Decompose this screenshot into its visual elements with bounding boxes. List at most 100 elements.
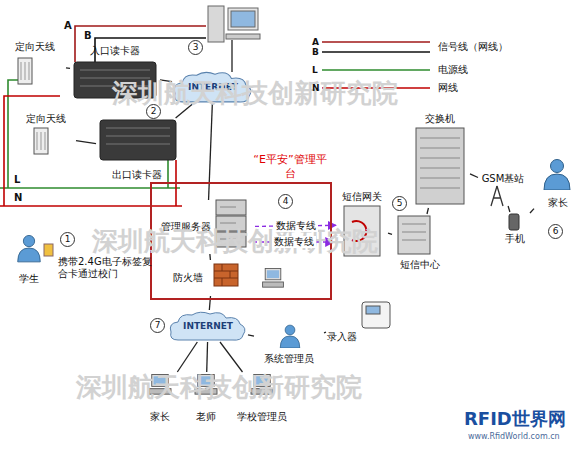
computer-icon — [228, 8, 258, 30]
connector — [66, 67, 70, 69]
signal-wire-a — [75, 26, 430, 62]
person-box: 系统管理员 — [254, 322, 324, 366]
node-label: INTERNET — [183, 321, 233, 332]
power-wire-l — [0, 187, 180, 189]
person-icon — [544, 160, 570, 191]
computer-icon — [226, 34, 260, 39]
sms-center-box: 短信中心 — [392, 214, 448, 272]
sms-center-icon — [398, 216, 430, 254]
node-label: 系统管理员 — [264, 353, 314, 365]
connector — [76, 141, 96, 144]
node-label: 入口读卡器 — [90, 45, 140, 57]
antenna-icon — [18, 58, 48, 154]
node-label: 短信中心 — [400, 259, 440, 271]
line-label: 数据专线 — [274, 220, 318, 232]
node-label: 录入器 — [327, 331, 357, 343]
network-wire-n — [0, 205, 182, 207]
line-label: 数据专线 — [272, 236, 316, 248]
signal-wire-b — [95, 38, 430, 62]
computer-icon — [208, 6, 260, 42]
node-label: 交换机 — [425, 113, 455, 125]
recorder-box: 录入器 — [326, 300, 390, 344]
gsm-tower-icon — [491, 186, 503, 206]
node-label: 学生 — [19, 273, 39, 285]
callout-number: 6 — [548, 224, 563, 239]
power-wire-l — [0, 70, 430, 188]
computer-link — [231, 40, 232, 72]
antenna: 定向天线 — [16, 112, 76, 160]
connector — [248, 335, 254, 336]
watermark: 深圳航天科技创新研究院 — [92, 226, 378, 257]
switch-icon — [416, 128, 464, 204]
region-title: “E平安”管理平台 — [252, 153, 328, 181]
callout-number: 5 — [392, 196, 407, 211]
connector — [508, 206, 510, 212]
connector — [206, 342, 208, 372]
person-icon — [18, 235, 41, 261]
node-label: 老师 — [196, 411, 216, 423]
antenna-icon — [21, 62, 45, 150]
legend-key: L — [312, 65, 318, 75]
switch-icon — [420, 138, 460, 188]
firewall-icon — [214, 264, 238, 286]
signal-wire-b — [322, 51, 430, 53]
phone-box: 手机 — [500, 212, 530, 246]
legend-key: B — [312, 47, 319, 57]
connector — [220, 342, 243, 372]
legend-text: 电源线 — [438, 64, 468, 76]
callout-number: 2 — [146, 104, 161, 119]
gsm-box: GSM基站 — [478, 172, 528, 206]
connector — [324, 332, 326, 334]
node-label: 家长 — [150, 411, 170, 423]
person-box: 家长 — [534, 156, 582, 210]
wire-name: L — [14, 174, 20, 186]
logo-url: www.RfidWorld.com.cn — [468, 432, 560, 442]
connector — [530, 209, 534, 213]
reader-icon — [74, 62, 176, 160]
logo-text: RFID世界网 — [464, 408, 566, 430]
person-box: 学生 — [6, 230, 52, 286]
recorder-icon — [362, 302, 390, 328]
firewall-icon — [214, 264, 238, 286]
legend-text: 信号线（网线） — [438, 41, 508, 53]
node-label: 学校管理员 — [237, 411, 287, 423]
callout-number: 7 — [150, 318, 165, 333]
computer-icon — [231, 11, 255, 27]
connector — [209, 104, 213, 200]
wire-name: N — [14, 192, 22, 204]
connector — [388, 233, 392, 234]
network-wire-n — [4, 96, 60, 206]
firewall-icon — [214, 264, 238, 286]
card-note: 携带2.4G电子标签复合卡通过校门 — [58, 256, 156, 280]
cloud-shape — [170, 312, 245, 340]
wire-name: B — [84, 30, 92, 42]
callout-number: 4 — [278, 194, 293, 209]
connector — [427, 208, 428, 214]
switch-box: 交换机 — [410, 112, 470, 208]
legend-key: A — [312, 37, 319, 47]
signal-wire-a — [322, 41, 430, 43]
computer-icon — [208, 6, 224, 42]
node-label: 手机 — [505, 233, 525, 245]
sms-center-icon — [402, 224, 426, 240]
callout-number: 1 — [60, 232, 75, 247]
globe-pc-icon — [263, 269, 284, 288]
antenna: 定向天线 — [4, 40, 66, 88]
switch-icon — [416, 128, 464, 204]
watermark: 深圳航天科技创新研究院 — [76, 372, 362, 403]
reader-icon — [100, 120, 176, 160]
reader: 出口读卡器 — [96, 118, 178, 182]
recorder-icon — [362, 302, 390, 328]
internet-cloud: INTERNET — [168, 310, 248, 342]
firewall-box: 防火墙 — [172, 260, 252, 296]
node-label: 定向天线 — [15, 41, 55, 53]
connector — [470, 174, 478, 178]
node-label: 出口读卡器 — [112, 169, 162, 181]
reader-icon — [106, 128, 170, 144]
connector — [177, 342, 197, 372]
node-label: 防火墙 — [173, 272, 203, 284]
wire-name: A — [64, 20, 72, 32]
legend-key: N — [312, 83, 320, 93]
